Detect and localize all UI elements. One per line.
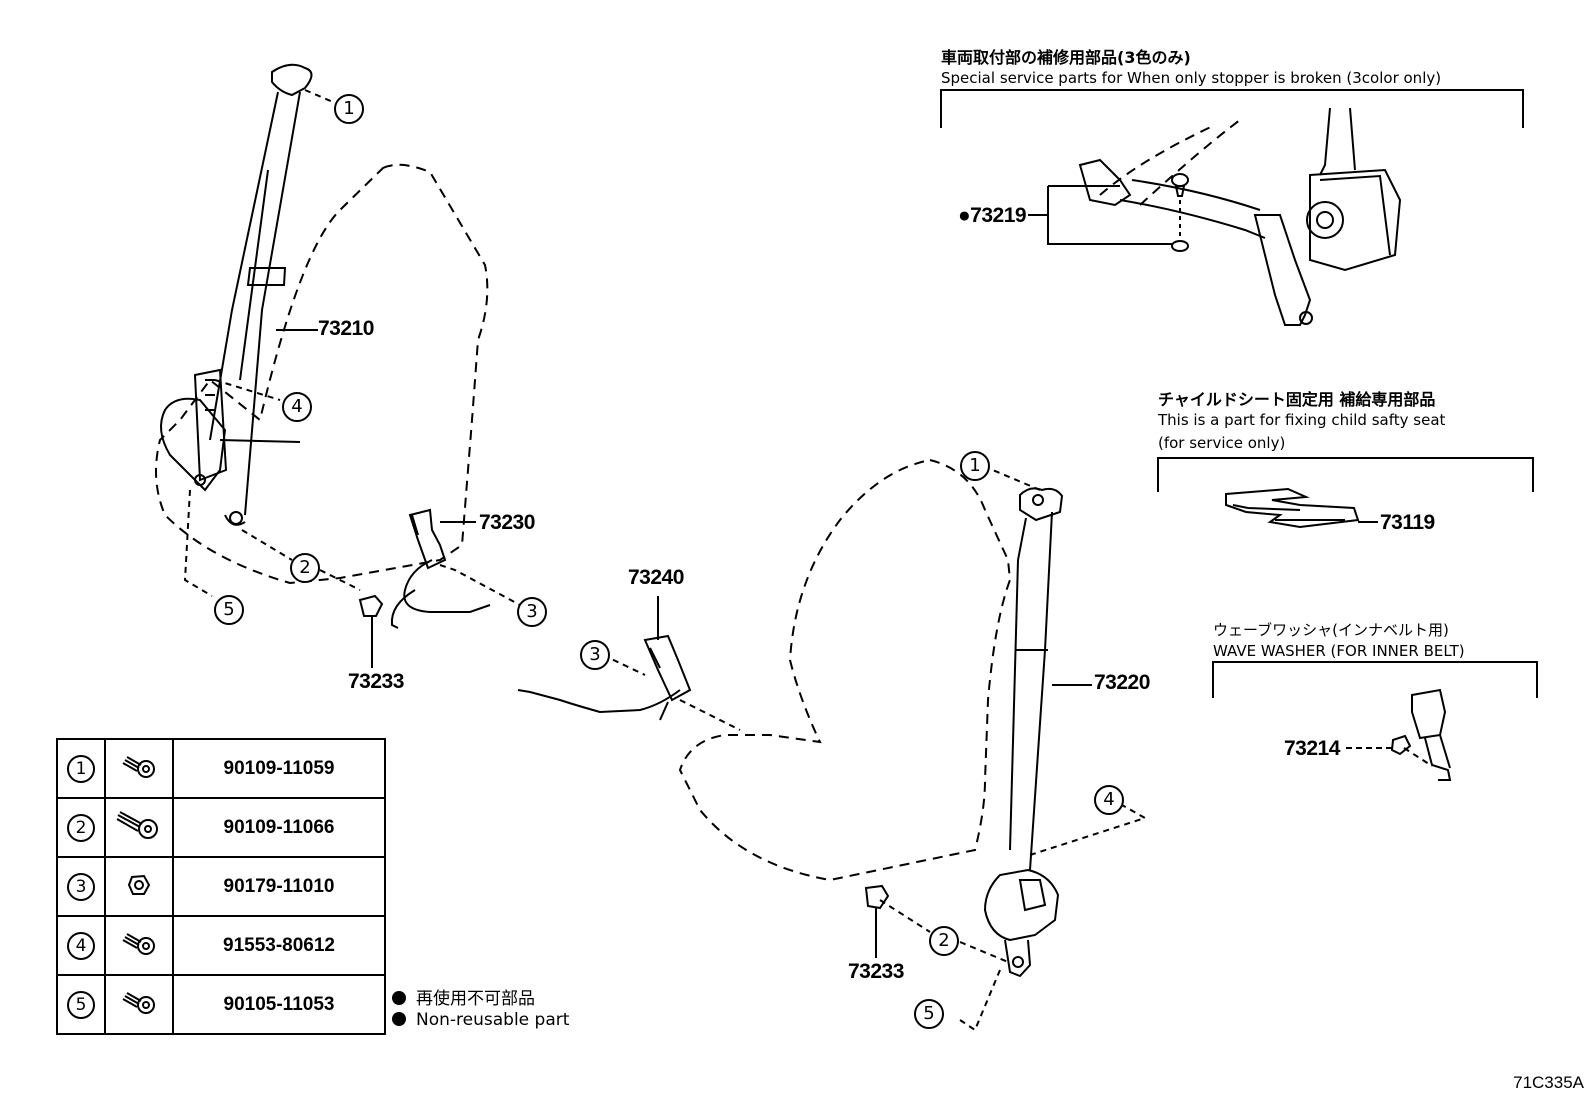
bolt-icon [122,755,155,778]
part-label-73210: 73210 [318,317,374,340]
row-number: 1 [67,754,95,783]
callout-4-right: 4 [1094,785,1124,815]
part-label-73233-left: 73233 [348,670,404,693]
child-seat-note-en-1: This is a part for fixing child safty se… [1158,411,1446,429]
table-row: 2 90109-11066 [56,797,386,858]
part-number: 91553-80612 [172,915,386,976]
right-seat-outline [678,458,1012,882]
part-label-73214: 73214 [1284,737,1340,760]
left-outer-belt [160,63,313,526]
non-reusable-dot-icon [392,991,406,1005]
legend-jp: 再使用不可部品 [392,984,535,1009]
stopper-detail-drawing [1078,107,1402,326]
callout-1-left: 1 [334,94,364,124]
right-outer-belt [983,487,1064,978]
row-number: 2 [67,813,95,842]
callout-5-right: 5 [914,999,944,1029]
part-label-73119: 73119 [1380,511,1435,534]
part-number: 90179-11010 [172,856,386,917]
center-buckle [517,634,692,721]
bolt-icon [122,932,155,955]
wave-washer-note-jp: ウェーブワッシャ(インナベルト用) [1213,621,1449,639]
part-label-73233-right: 73233 [848,960,904,983]
left-seat-outline [155,163,489,585]
left-buckle [390,508,521,629]
child-seat-note-en-2: (for service only) [1158,434,1286,452]
part-number: 90105-11053 [172,974,386,1035]
part-number: 90109-11059 [172,738,386,799]
legend-en-text: Non-reusable part [416,1010,570,1030]
callout-3-left: 3 [517,597,547,627]
table-row: 1 90109-11059 [56,738,386,799]
inner-belt-drawing [1390,688,1452,781]
callout-4-left: 4 [282,392,312,422]
legend-jp-text: 再使用不可部品 [416,989,535,1009]
long-bolt-icon [116,810,158,839]
row-number: 5 [67,990,95,1019]
table-row: 3 90179-11010 [56,856,386,917]
stopper-detail-bracket [940,89,1524,128]
wave-washer-bracket [1212,661,1538,698]
bolt-icon [122,991,155,1014]
child-seat-bracket [1157,457,1534,492]
nut-icon [127,874,151,895]
table-row: 4 91553-80612 [56,915,386,976]
callout-3-center: 3 [580,640,610,670]
callout-5-left: 5 [214,595,244,625]
right-clip [864,884,890,910]
callout-2-right: 2 [929,926,959,956]
child-seat-plate [1225,487,1360,529]
wave-washer-note-en: WAVE WASHER (FOR INNER BELT) [1213,642,1465,660]
callout-1-right: 1 [960,451,990,481]
child-seat-note-jp: チャイルドシート固定用 補給専用部品 [1158,390,1436,409]
left-clip [358,594,384,617]
callout-2-left: 2 [290,553,320,583]
row-number: 4 [67,931,95,960]
stopper-note-en: Special service parts for When only stop… [941,69,1442,87]
row-number: 3 [67,872,95,901]
part-label-73230: 73230 [479,511,535,534]
legend-en: Non-reusable part [392,1010,569,1030]
fastener-table: 1 90109-11059 2 90109-11066 3 90179-1101… [56,738,386,1035]
part-label-73240: 73240 [628,566,684,589]
part-label-73219: ●73219 [958,204,1027,227]
table-row: 5 90105-11053 [56,974,386,1035]
diagram-code: 71C335A [1513,1073,1584,1092]
stopper-note-jp: 車両取付部の補修用部品(3色のみ) [941,48,1191,67]
part-label-73220: 73220 [1094,671,1150,694]
part-number: 90109-11066 [172,797,386,858]
non-reusable-dot-icon [392,1012,406,1026]
